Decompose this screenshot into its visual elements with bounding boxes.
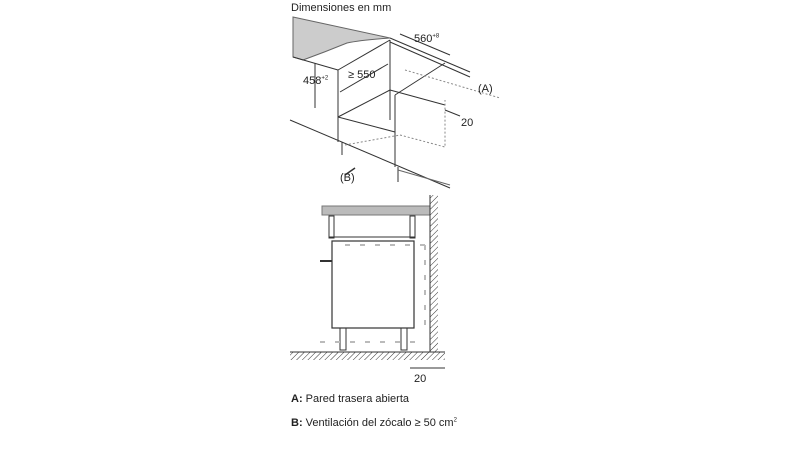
width-dimension: 560+8 bbox=[414, 33, 440, 45]
label-b: (B) bbox=[340, 172, 355, 184]
wall bbox=[430, 195, 438, 352]
top-cabinet-drawing bbox=[289, 16, 501, 189]
bottom-cabinet-drawing bbox=[290, 195, 445, 369]
height-dimension: 458+2 bbox=[303, 75, 329, 87]
floor bbox=[290, 352, 445, 360]
dimensions-title: Dimensiones en mm bbox=[291, 2, 392, 14]
label-a: (A) bbox=[478, 83, 493, 95]
ventilation-arrow-icon bbox=[344, 167, 356, 176]
countertop bbox=[292, 16, 391, 61]
airflow-arrows bbox=[340, 244, 426, 335]
legend-b: B: Ventilación del zócalo ≥ 50 cm2 bbox=[291, 417, 457, 429]
gap-dimension-top: 20 bbox=[461, 117, 474, 129]
depth-dimension: ≥ 550 bbox=[348, 69, 376, 81]
legend-a: A: Pared trasera abierta bbox=[291, 393, 409, 405]
gap-dimension-bottom: 20 bbox=[414, 373, 427, 385]
appliance-body bbox=[331, 240, 415, 329]
